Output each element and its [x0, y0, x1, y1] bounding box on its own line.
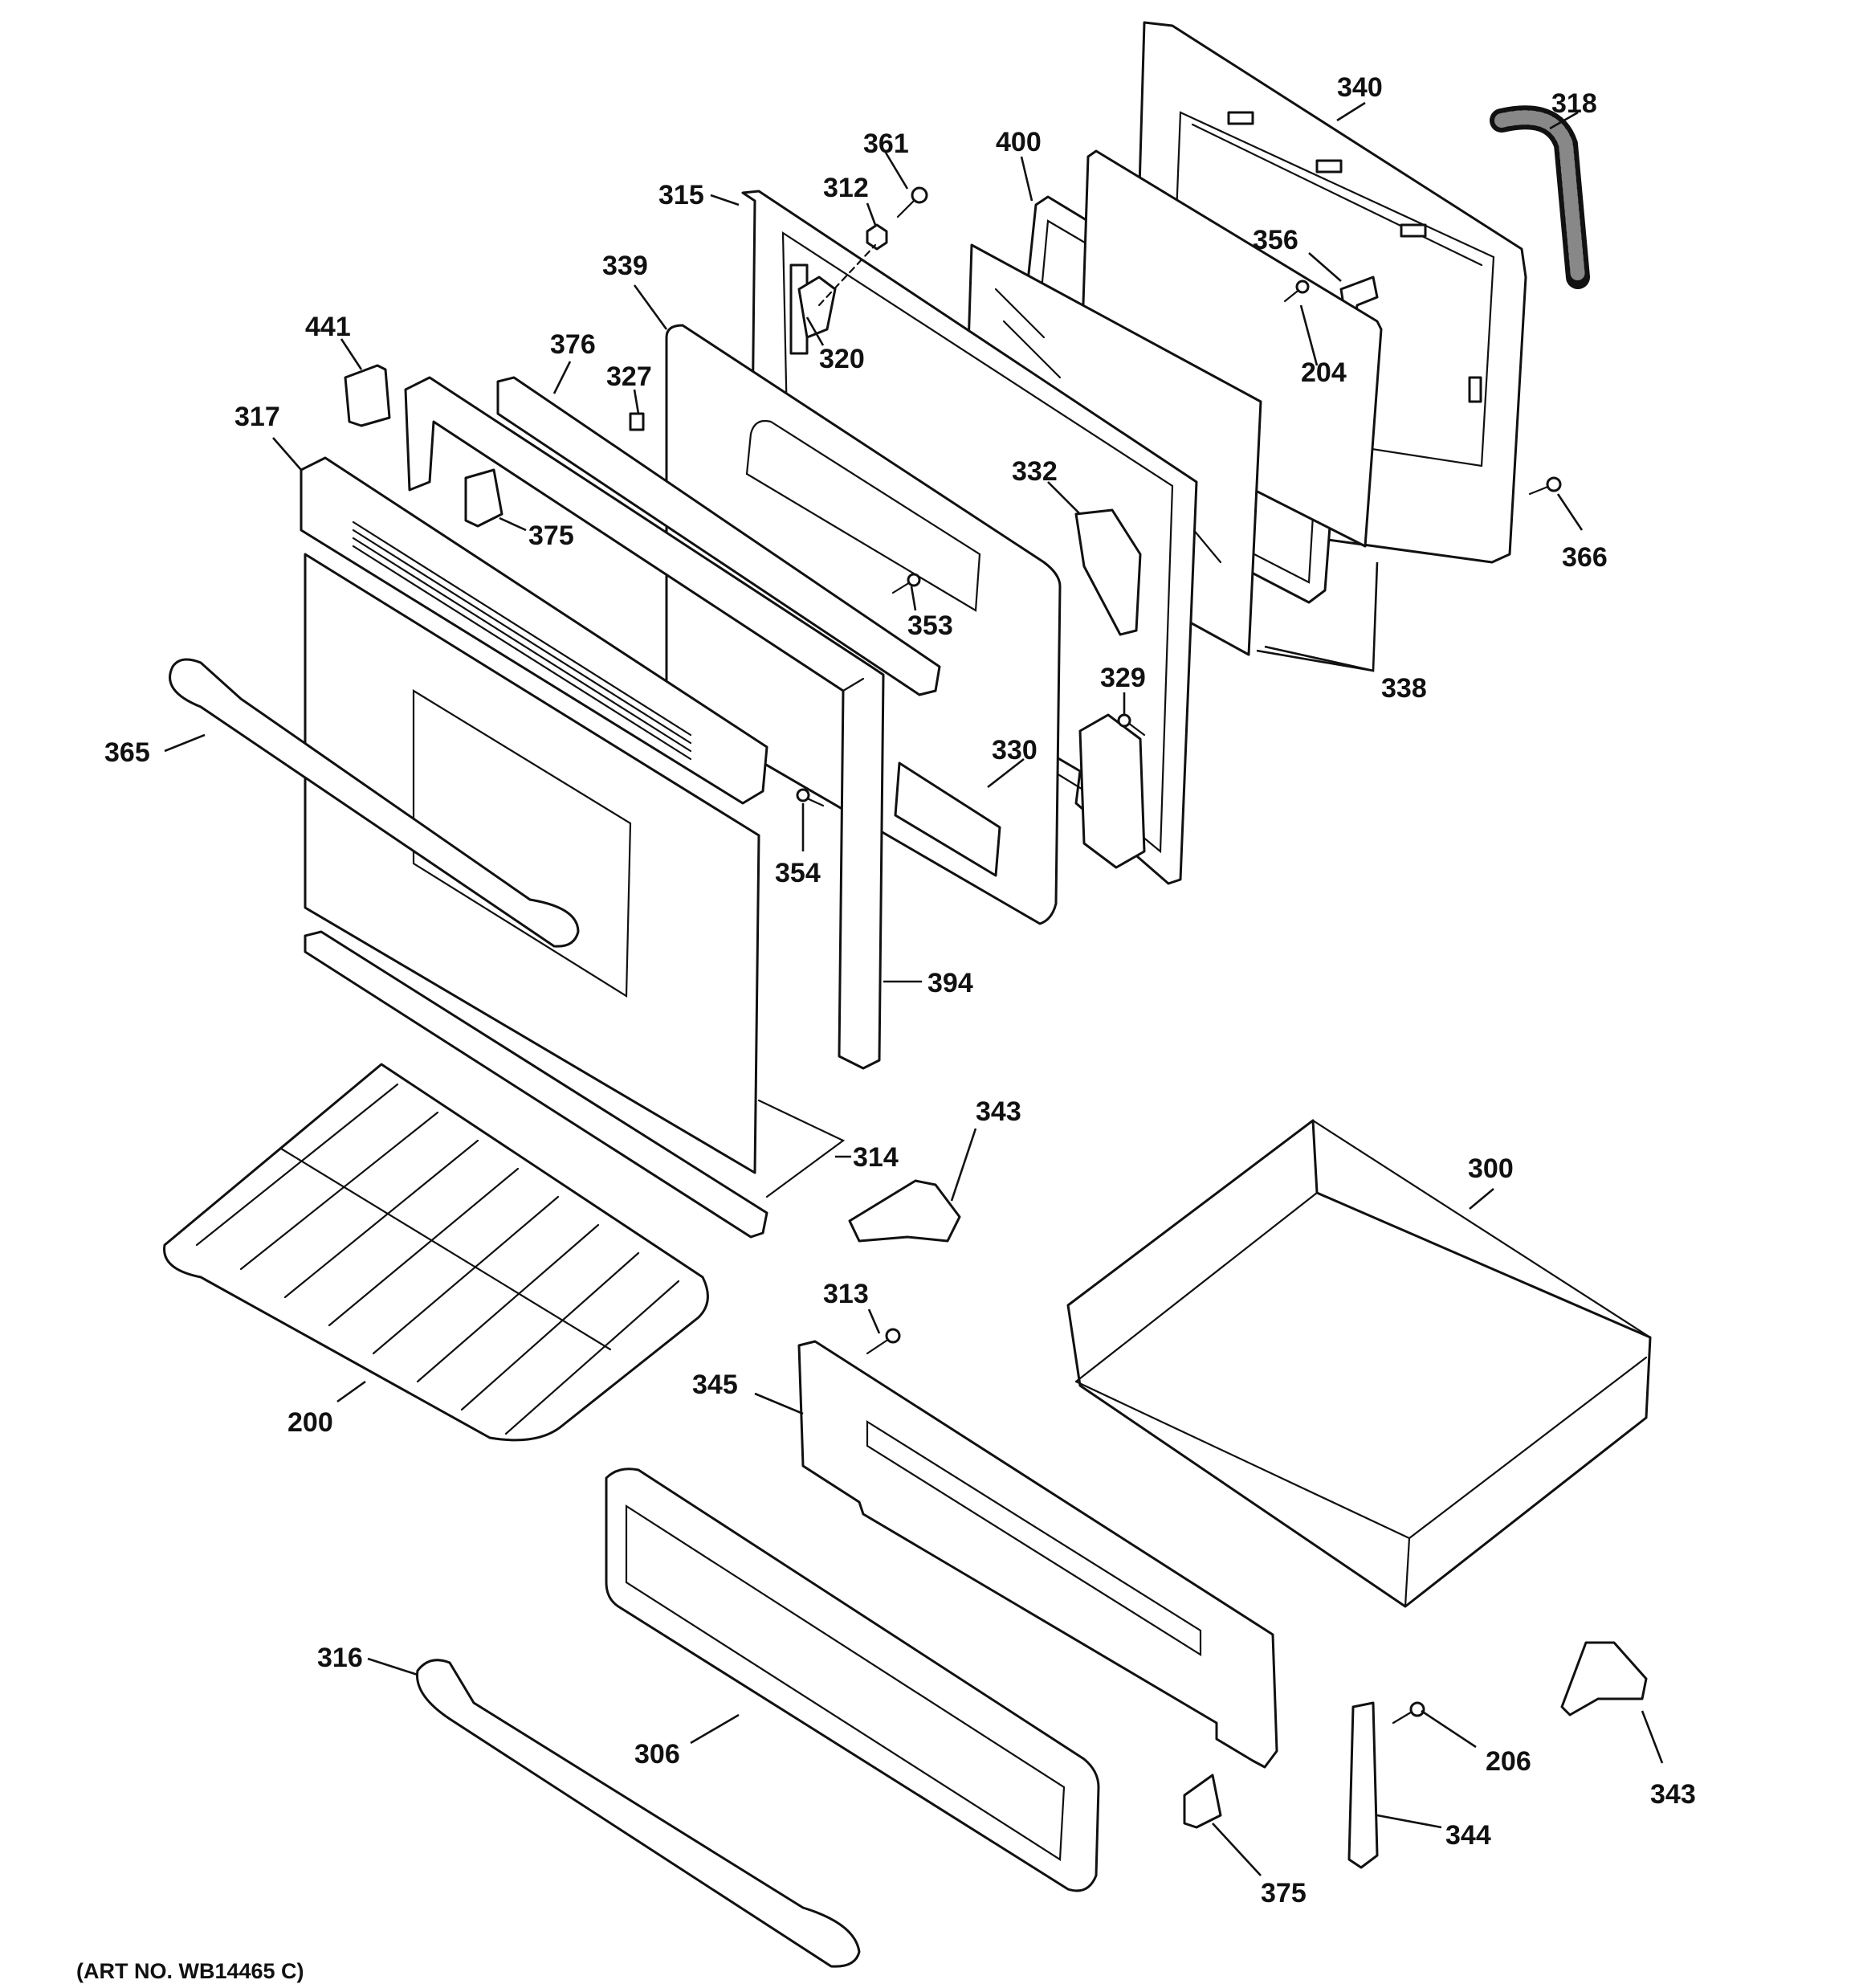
door-gasket-318 [1490, 105, 1590, 289]
label-400: 400 [996, 127, 1042, 157]
nut-312 [866, 223, 888, 251]
label-376: 376 [550, 329, 596, 360]
label-315: 315 [658, 180, 704, 210]
screw-354 [796, 788, 825, 807]
label-366: 366 [1562, 542, 1608, 573]
leader-lines [164, 101, 1664, 1876]
label-394: 394 [927, 968, 973, 998]
bracket-375-upper [464, 468, 503, 528]
screw-204 [1283, 280, 1310, 303]
screw-361 [896, 186, 928, 218]
clip-327 [629, 412, 645, 431]
label-332: 332 [1012, 456, 1058, 487]
door-handle-365 [169, 658, 580, 948]
screw-366 [1528, 476, 1562, 496]
oven-rack-200 [163, 1063, 709, 1442]
slide-bracket-343-lower [1560, 1641, 1648, 1717]
label-206: 206 [1486, 1746, 1531, 1777]
label-329: 329 [1100, 663, 1146, 693]
slide-rail-344 [1347, 1701, 1379, 1869]
label-300: 300 [1468, 1153, 1514, 1184]
label-344: 344 [1445, 1820, 1491, 1851]
label-318: 318 [1551, 88, 1597, 119]
label-330: 330 [992, 735, 1037, 765]
hinge-bracket-332 [1074, 508, 1142, 636]
label-314: 314 [853, 1142, 899, 1173]
label-441: 441 [305, 312, 351, 342]
drawer-box-300 [1066, 1119, 1652, 1608]
label-312: 312 [823, 173, 869, 203]
label-340: 340 [1337, 72, 1383, 103]
screw-313 [866, 1328, 901, 1355]
label-204: 204 [1301, 357, 1347, 388]
bracket-375-lower [1183, 1774, 1222, 1829]
label-306: 306 [634, 1739, 680, 1770]
label-356: 356 [1253, 225, 1298, 255]
label-316: 316 [317, 1643, 363, 1673]
label-339: 339 [602, 251, 648, 281]
bracket-441 [344, 364, 391, 427]
vent-panel-317 [300, 456, 768, 805]
drawer-handle-316 [416, 1659, 861, 1968]
screw-206 [1392, 1701, 1425, 1725]
label-320: 320 [819, 344, 865, 374]
label-345: 345 [692, 1370, 738, 1400]
hinge-320 [797, 276, 837, 339]
label-343-upper: 343 [976, 1096, 1021, 1127]
label-338: 338 [1381, 673, 1427, 704]
vent-trim-376 [496, 376, 941, 696]
label-327: 327 [606, 361, 652, 392]
part-labels: 340 318 361 400 312 315 356 339 441 376 … [104, 72, 1696, 1908]
label-375-upper: 375 [528, 520, 574, 551]
drawer-front-306 [605, 1468, 1100, 1892]
door-bottom-trim-314 [304, 930, 846, 1239]
art-number: (ART NO. WB14465 C) [76, 1959, 304, 1983]
drawer-front-inner-345 [797, 1340, 1278, 1769]
label-343-lower: 343 [1650, 1779, 1696, 1810]
outer-door-frame-394 [404, 376, 885, 1070]
label-375-lower: 375 [1261, 1878, 1307, 1908]
label-361: 361 [863, 129, 909, 159]
label-365: 365 [104, 737, 150, 768]
screw-353 [891, 573, 921, 594]
label-313: 313 [823, 1279, 869, 1309]
label-317: 317 [234, 402, 280, 432]
slide-bracket-343-upper [848, 1179, 961, 1243]
label-200: 200 [287, 1407, 333, 1438]
label-353: 353 [907, 610, 953, 641]
label-354: 354 [775, 858, 821, 888]
oven-door-outer [304, 553, 760, 1174]
